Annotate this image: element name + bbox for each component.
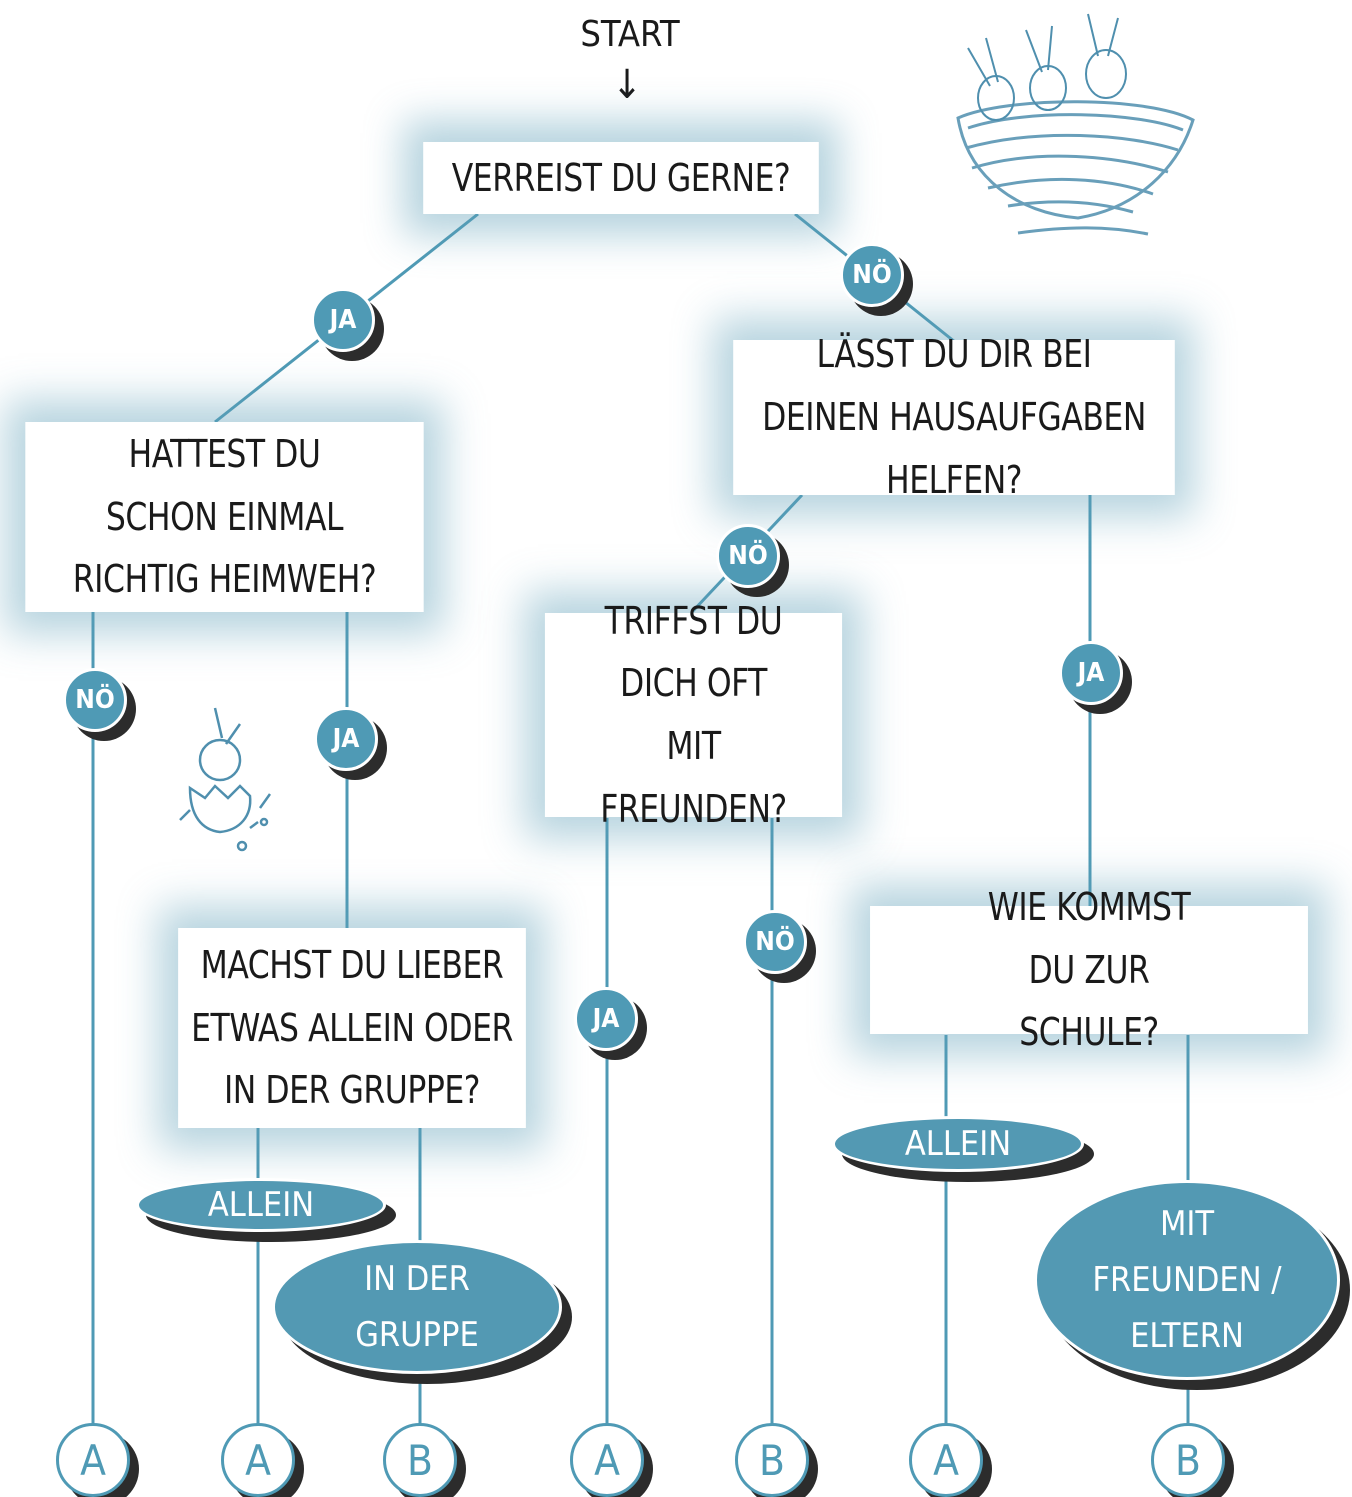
result-a: A bbox=[56, 1423, 130, 1497]
question-heimweh: HATTEST DU SCHON EINMAL RICHTIG HEIMWEH? bbox=[25, 422, 424, 612]
answer-no-badge: Nö bbox=[63, 668, 127, 732]
question-verreist: VERREIST DU GERNE? bbox=[423, 142, 819, 214]
answer-ja-badge: JA bbox=[311, 288, 375, 352]
result-a: A bbox=[909, 1423, 983, 1497]
result-a: A bbox=[570, 1423, 644, 1497]
answer-allein-pill: ALLEIN bbox=[832, 1116, 1084, 1172]
answer-allein-pill: ALLEIN bbox=[136, 1178, 386, 1232]
answer-mit-freunden-pill: MIT FREUNDEN / ELTERN bbox=[1034, 1180, 1340, 1380]
answer-no-badge: Nö bbox=[743, 910, 807, 974]
answer-no-badge: Nö bbox=[840, 243, 904, 307]
question-schulweg: WIE KOMMST DU ZUR SCHULE? bbox=[870, 885, 1308, 1054]
start-label: START bbox=[580, 14, 680, 55]
bunnies-nest-illustration bbox=[956, 13, 1195, 236]
question-allein-oder-gruppe: MACHST DU LIEBER ETWAS ALLEIN ODER IN DE… bbox=[178, 928, 526, 1128]
question-freunde: TRIFFST DU DICH OFT MIT FREUNDEN? bbox=[544, 599, 843, 831]
chick-in-egg-illustration bbox=[179, 707, 272, 852]
result-b: B bbox=[383, 1423, 457, 1497]
answer-ja-badge: JA bbox=[1059, 641, 1123, 705]
start-arrow-icon: ↓ bbox=[612, 62, 643, 108]
result-b: B bbox=[735, 1423, 809, 1497]
answer-no-badge: Nö bbox=[716, 524, 780, 588]
result-b: B bbox=[1151, 1423, 1225, 1497]
answer-gruppe-pill: IN DER GRUPPE bbox=[272, 1240, 562, 1374]
result-a: A bbox=[221, 1423, 295, 1497]
answer-ja-badge: JA bbox=[574, 987, 638, 1051]
question-hausaufgaben: LÄSST DU DIR BEI DEINEN HAUSAUFGABEN HEL… bbox=[733, 332, 1175, 502]
answer-ja-badge: JA bbox=[314, 707, 378, 771]
